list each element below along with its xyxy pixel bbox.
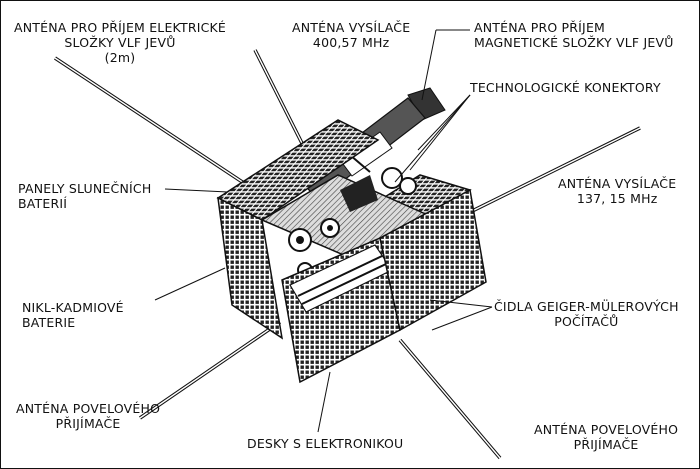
antenna-command-left (139, 320, 281, 420)
antenna-vlf-electric (54, 56, 263, 197)
leader-geiger-2 (431, 306, 493, 331)
solar-panel-left (217, 196, 284, 340)
label-nickel-cadmium: NIKL-KADMIOVÉ BATERIE (22, 300, 124, 330)
leader-geiger-1 (429, 299, 493, 308)
battery-block (289, 244, 393, 313)
label-antenna-command-right: ANTÉNA POVELOVÉHO PŘIJÍMAČE (534, 422, 679, 452)
label-geiger-sensors: ČIDLA GEIGER-MÜLEROVÝCH POČÍTAČŮ (494, 299, 679, 329)
leader-connectors-3 (394, 94, 471, 183)
antenna-command-right (398, 338, 502, 460)
label-antenna-vlf-electric: ANTÉNA PRO PŘÍJEM ELEKTRICKÉ SLOŽKY VLF … (14, 20, 227, 65)
leader-battery (154, 267, 226, 301)
label-antenna-vlf-magnetic: ANTÉNA PRO PŘÍJEM MAGNETICKÉ SLOŽKY VLF … (474, 20, 674, 50)
leader-solar (164, 188, 229, 193)
label-tech-connectors: TECHNOLOGICKÉ KONEKTORY (470, 80, 661, 95)
label-solar-panels: PANELY SLUNEČNÍCH BATERIÍ (18, 181, 152, 211)
label-antenna-transmitter-400: ANTÉNA VYSÍLAČE 400,57 MHz (292, 20, 411, 50)
leader-electronics (317, 371, 331, 433)
leader-vlf-magnetic-2 (421, 29, 437, 101)
label-electronics-boards: DESKY S ELEKTRONIKOU (247, 436, 404, 451)
antenna-transmitter-137 (449, 126, 641, 224)
leader-connectors-1 (417, 94, 471, 151)
label-antenna-command-left: ANTÉNA POVELOVÉHO PŘIJÍMAČE (16, 401, 161, 431)
label-antenna-transmitter-137: ANTÉNA VYSÍLAČE 137, 15 MHz (558, 176, 677, 206)
solar-panel-right (379, 188, 487, 332)
leader-connectors-2 (409, 94, 471, 171)
